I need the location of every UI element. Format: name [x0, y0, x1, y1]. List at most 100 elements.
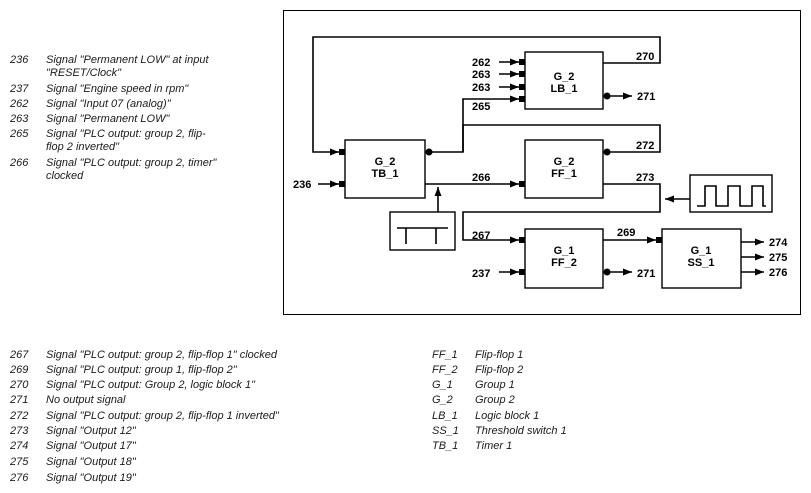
abbreviation-meaning: Threshold switch 1 — [475, 425, 567, 437]
input-marker — [519, 237, 525, 243]
abbreviation: TB_1 — [432, 440, 459, 452]
block-tb1-group: G_2 — [375, 156, 396, 168]
signal-label-270: 270 — [636, 51, 654, 63]
signal-label-262: 262 — [472, 57, 490, 69]
signal-label-266: 266 — [472, 172, 490, 184]
abbreviation-meaning: Flip-flop 1 — [475, 349, 524, 361]
signal-description: Signal "Output 12" — [46, 425, 136, 437]
inverted-output-marker — [603, 268, 611, 276]
signal-number: 267 — [10, 349, 29, 361]
signal-label-236: 236 — [293, 179, 311, 191]
signal-label-269: 269 — [617, 227, 635, 239]
input-marker — [519, 71, 525, 77]
signal-label-237: 237 — [472, 268, 490, 280]
block-ff2-group: G_1 — [554, 245, 575, 257]
signal-number: 273 — [10, 425, 29, 437]
block-tb1: G_2 TB_1 — [344, 139, 426, 199]
abbreviation: FF_1 — [432, 349, 458, 361]
input-marker — [339, 181, 345, 187]
block-lb1-body — [524, 51, 604, 110]
input-marker — [519, 269, 525, 275]
timer-symbol-box — [389, 211, 456, 251]
abbreviation: FF_2 — [432, 364, 458, 376]
signal-description: Signal "Engine speed in rpm" — [46, 83, 189, 95]
inverted-output-marker — [603, 148, 611, 156]
signal-description: Signal "Permanent LOW" at input — [46, 54, 209, 66]
signal-description: Signal "PLC output: group 1, flip-flop 2… — [46, 364, 237, 376]
signal-number: 269 — [10, 364, 29, 376]
abbreviation: LB_1 — [432, 410, 458, 422]
abbreviation: G_1 — [432, 379, 453, 391]
abbreviation-meaning: Flip-flop 2 — [475, 364, 524, 376]
abbreviation-meaning: Logic block 1 — [475, 410, 540, 422]
input-marker — [656, 237, 662, 243]
signal-description-cont: clocked — [46, 170, 84, 182]
block-lb1-name: LB_1 — [551, 83, 578, 95]
abbreviation-meaning: Group 2 — [475, 394, 515, 406]
signal-273-line — [462, 183, 661, 244]
signal-label-272: 272 — [636, 140, 654, 152]
block-ss1-group: G_1 — [691, 245, 712, 257]
block-ss1-name: SS_1 — [688, 257, 715, 269]
signal-number: 270 — [10, 379, 29, 391]
signal-270-line — [312, 36, 661, 156]
signal-description: No output signal — [46, 394, 126, 406]
signal-number: 276 — [10, 472, 29, 484]
signal-description: Signal "PLC output: Group 2, logic block… — [46, 379, 255, 391]
signal-272-line — [462, 124, 661, 153]
abbreviation-meaning: Group 1 — [475, 379, 515, 391]
signal-label-276: 276 — [769, 267, 787, 279]
signal-number: 275 — [10, 456, 29, 468]
block-lb1-group: G_2 — [554, 71, 575, 83]
timer-waveform — [397, 227, 448, 244]
signal-label-271-2: 271 — [637, 268, 655, 280]
pulse-symbol — [689, 174, 773, 213]
inverted-output-marker — [603, 92, 611, 100]
signal-number: 274 — [10, 440, 29, 452]
block-ff1-body — [524, 139, 604, 199]
abbreviation-meaning: Timer 1 — [475, 440, 513, 452]
abbreviation: SS_1 — [432, 425, 459, 437]
signal-description: Signal "PLC output: group 2, flip-flop 1… — [46, 410, 279, 422]
input-marker — [339, 149, 345, 155]
signal-label-271: 271 — [637, 91, 655, 103]
signal-label-275: 275 — [769, 252, 787, 264]
signal-label-265: 265 — [472, 101, 490, 113]
block-ff2-name: FF_2 — [551, 257, 577, 269]
diagram-frame — [283, 10, 801, 315]
input-marker — [519, 84, 525, 90]
signal-description-cont: flop 2 inverted" — [46, 141, 120, 153]
signal-number: 271 — [10, 394, 29, 406]
block-ff1: G_2 FF_1 — [524, 139, 604, 199]
block-lb1: G_2 LB_1 — [524, 51, 604, 110]
block-ff1-group: G_2 — [554, 156, 575, 168]
input-marker — [519, 181, 525, 187]
pulse-symbol-box — [689, 174, 773, 213]
block-ss1-body — [661, 228, 742, 289]
pulse-waveform — [697, 185, 766, 207]
signal-description: Signal "Output 18" — [46, 456, 136, 468]
block-ff2: G_1 FF_2 — [524, 228, 604, 289]
signal-label-263-2: 263 — [472, 82, 490, 94]
signal-label-274: 274 — [769, 237, 788, 249]
signal-number: 266 — [10, 157, 29, 169]
signal-description: Signal "PLC output: group 2, flip- — [46, 128, 206, 140]
signal-label-273: 273 — [636, 172, 654, 184]
block-ff1-name: FF_1 — [551, 168, 577, 180]
signal-label-267: 267 — [472, 230, 490, 242]
signal-number: 263 — [10, 113, 29, 125]
signal-description: Signal "Output 19" — [46, 472, 136, 484]
block-tb1-name: TB_1 — [372, 168, 399, 180]
signal-description: Signal "PLC output: group 2, flip-flop 1… — [46, 349, 277, 361]
input-marker — [519, 96, 525, 102]
signal-number: 237 — [10, 83, 29, 95]
inverted-output-marker — [425, 148, 433, 156]
signal-description: Signal "Input 07 (analog)" — [46, 98, 171, 110]
block-ss1: G_1 SS_1 — [661, 228, 742, 289]
block-tb1-body — [344, 139, 426, 199]
signal-description-cont: "RESET/Clock" — [46, 67, 122, 79]
signal-description: Signal "PLC output: group 2, timer" — [46, 157, 217, 169]
signal-number: 272 — [10, 410, 29, 422]
signal-description: Signal "Output 17" — [46, 440, 136, 452]
